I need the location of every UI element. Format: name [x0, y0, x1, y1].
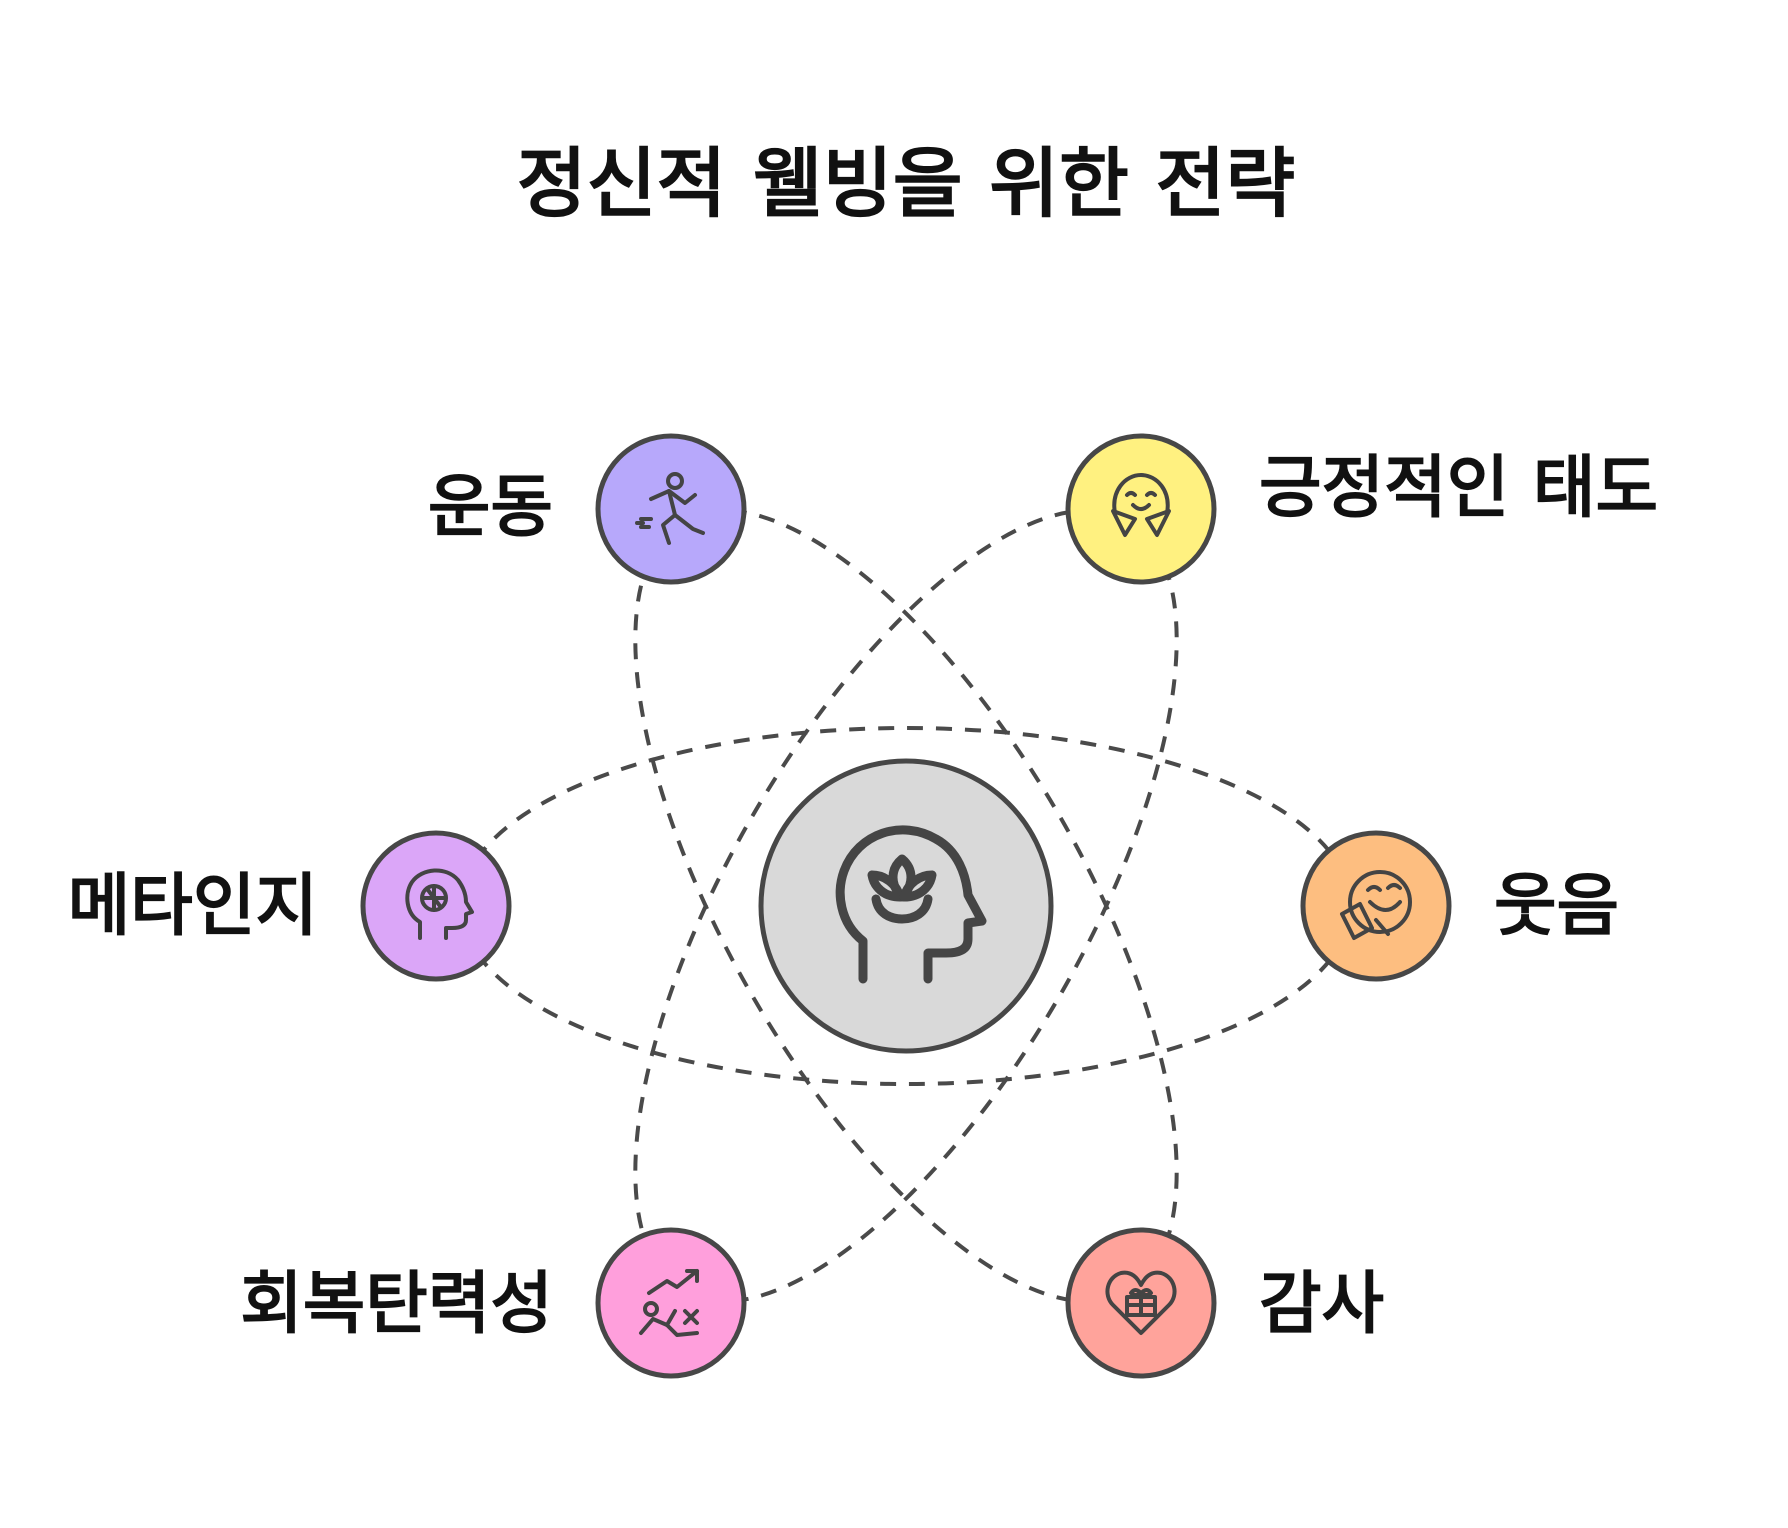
node-exercise: 운동 — [428, 433, 747, 585]
resilience-label: 회복탄력성 — [240, 1265, 553, 1344]
running-person-icon — [635, 472, 705, 545]
center-node-circle — [758, 758, 1054, 1054]
center-node — [758, 758, 1054, 1054]
exercise-label: 운동 — [428, 468, 553, 547]
node-positive-attitude: 긍정적인 태도 — [1065, 433, 1658, 585]
mind-lotus-head-icon — [835, 825, 987, 984]
laughter-label: 웃음 — [1494, 867, 1619, 946]
gratitude-label: 감사 — [1259, 1265, 1384, 1344]
heart-gift-icon — [1105, 1270, 1177, 1335]
smiling-hug-icon — [1111, 473, 1171, 537]
node-resilience: 회복탄력성 — [240, 1227, 747, 1379]
node-gratitude: 감사 — [1065, 1227, 1384, 1379]
exercise-circle — [595, 433, 747, 585]
laughing-face-icon — [1340, 870, 1412, 940]
rising-runner-icon — [639, 1269, 699, 1337]
metacognition-label: 메타인지 — [68, 867, 318, 946]
positive-attitude-label: 긍정적인 태도 — [1259, 449, 1658, 528]
node-metacognition: 메타인지 — [68, 830, 512, 982]
node-laughter: 웃음 — [1300, 830, 1619, 982]
page-title: 정신적 웰빙을 위한 전략 — [517, 139, 1296, 228]
brain-head-icon — [405, 868, 474, 940]
resilience-circle — [595, 1227, 747, 1379]
